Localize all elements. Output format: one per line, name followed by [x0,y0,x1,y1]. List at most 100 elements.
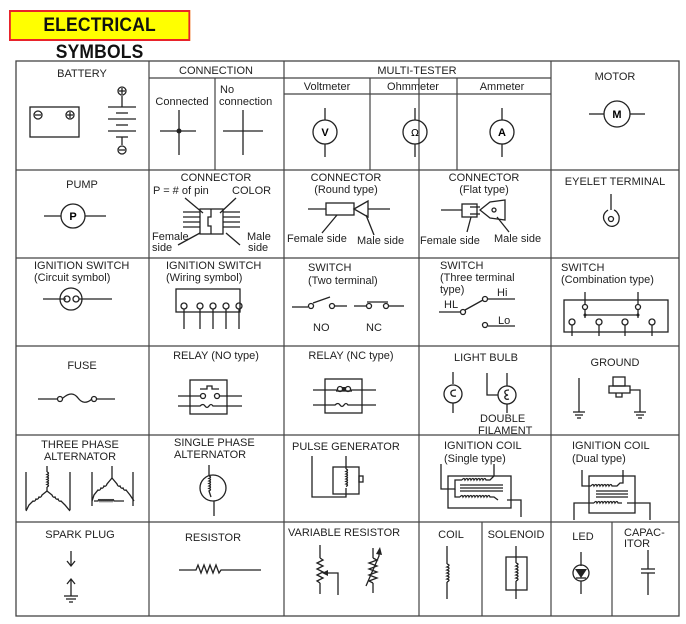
switch-combo-sub: (Combination type) [561,274,654,286]
switch-no-label: NO [313,322,330,334]
variable-resistor-thermistor-icon [365,547,382,593]
fuse-label: FUSE [67,360,96,372]
relay-no-label: RELAY (NO type) [173,350,259,362]
pump-letter: P [69,211,76,223]
switch-combination-icon [563,292,669,336]
switch-two-sub: (Two terminal) [308,275,378,287]
single-phase-alternator-icon [199,465,227,516]
switch-three-terminal-icon [439,295,515,329]
cell-spark-plug: SPARK PLUG [45,529,115,603]
switch-three-label: SWITCH [440,260,483,272]
switch-three-sub1: (Three terminal [440,272,515,284]
ammeter-icon: A [489,108,515,157]
ignition-switch-wiring-icon [175,288,243,329]
connector-flat-icon [441,199,510,233]
cell-relay-no: RELAY (NO type) [173,350,259,415]
relay-nc-icon [313,378,376,414]
cell-connector-flat: CONNECTOR (Flat type) Female side Male s… [420,172,541,247]
cell-variable-resistor: VARIABLE RESISTOR [288,527,400,595]
relay-no-icon [178,379,242,415]
double-filament-label-2: FILAMENT [478,425,533,437]
single-phase-label-1: SINGLE PHASE [174,437,255,449]
cell-ignition-coil-dual: IGNITION COIL (Dual type) [572,440,651,520]
voltmeter-label: Voltmeter [304,81,351,93]
variable-resistor-potentiometer-icon [315,545,339,595]
cell-multitester: MULTI-TESTER Voltmeter Ohmmeter Ammeter … [304,65,525,157]
ign-switch-circuit-sub: (Circuit symbol) [34,272,110,284]
motor-icon: M [589,100,645,128]
battery-box-icon [29,106,80,138]
cell-motor: MOTOR M [589,71,645,128]
connector-color-label: COLOR [232,185,271,197]
spark-plug-icon [64,551,78,603]
battery-label: BATTERY [57,68,107,80]
eyelet-terminal-icon [602,194,620,228]
var-resistor-label: VARIABLE RESISTOR [288,527,400,539]
ammeter-label: Ammeter [480,81,525,93]
coil-icon [445,546,450,599]
switch-three-sub2: type) [440,284,464,296]
double-filament-label-1: DOUBLE [480,413,525,425]
ohmmeter-icon: Ω [402,108,428,157]
pulse-generator-label: PULSE GENERATOR [292,441,400,453]
motor-letter: M [612,109,621,121]
ignition-coil-single-icon [440,464,522,517]
ign-switch-wiring-sub: (Wiring symbol) [166,272,242,284]
cell-fuse: FUSE [38,360,115,403]
ground-terminal-icon [608,376,646,419]
battery-cells-icon [108,86,136,155]
resistor-label: RESISTOR [185,532,241,544]
cell-coil: COIL [438,529,464,599]
connector-flat-sub: (Flat type) [459,184,509,196]
voltmeter-icon: V [312,108,338,157]
ground-label: GROUND [591,357,640,369]
ignition-coil-dual-icon [573,470,651,520]
solenoid-label: SOLENOID [488,529,545,541]
light-bulb-icon [443,372,463,413]
cell-connector: CONNECTOR P = # of pin COLOR Female side… [152,172,271,254]
capacitor-label-1: CAPAC- [624,527,665,539]
cell-pulse-generator: PULSE GENERATOR [292,441,400,498]
cell-switch-combination: SWITCH (Combination type) [561,262,669,336]
pump-icon: P [44,203,106,229]
cell-ground: GROUND [573,357,646,419]
cell-relay-nc: RELAY (NC type) [308,350,394,414]
switch-combo-label: SWITCH [561,262,604,274]
connection-label: CONNECTION [179,65,253,77]
connector-round-icon [308,199,390,236]
light-bulb-label: LIGHT BULB [454,352,518,364]
coil-label: COIL [438,529,464,541]
pump-label: PUMP [66,179,98,191]
capacitor-icon [641,550,655,595]
motor-label: MOTOR [595,71,636,83]
ign-coil-dual-label: IGNITION COIL [572,440,650,452]
cell-single-phase-alternator: SINGLE PHASE ALTERNATOR [174,437,255,516]
three-phase-star-icon [25,466,71,512]
connector-female-label-1: Female [152,231,189,243]
connector-icon [177,197,241,246]
no-connection-cross-icon [223,110,263,155]
ground-icon [573,378,585,419]
ign-switch-circuit-label: IGNITION SWITCH [34,260,129,272]
ign-coil-dual-sub: (Dual type) [572,453,626,465]
double-filament-bulb-icon [486,373,517,413]
cell-solenoid: SOLENOID [488,529,545,599]
cell-connection: CONNECTION Connected No connection [155,65,272,155]
voltmeter-letter: V [321,127,329,139]
spark-plug-label: SPARK PLUG [45,529,115,541]
ign-coil-single-label: IGNITION COIL [444,440,522,452]
ign-switch-wiring-label: IGNITION SWITCH [166,260,261,272]
switch-nc-icon [354,301,404,310]
resistor-icon [179,563,261,575]
three-phase-delta-icon [91,466,135,506]
ignition-switch-circuit-icon [43,287,112,311]
connector-round-label: CONNECTOR [311,172,382,184]
switch-nc-label: NC [366,322,382,334]
no-connection-label-1: No [220,84,234,96]
connector-flat-label: CONNECTOR [449,172,520,184]
connector-label: CONNECTOR [181,172,252,184]
led-icon [572,552,590,594]
switch-hl-label: HL [444,299,458,311]
switch-no-icon [292,296,347,310]
cell-led: LED [572,531,594,594]
